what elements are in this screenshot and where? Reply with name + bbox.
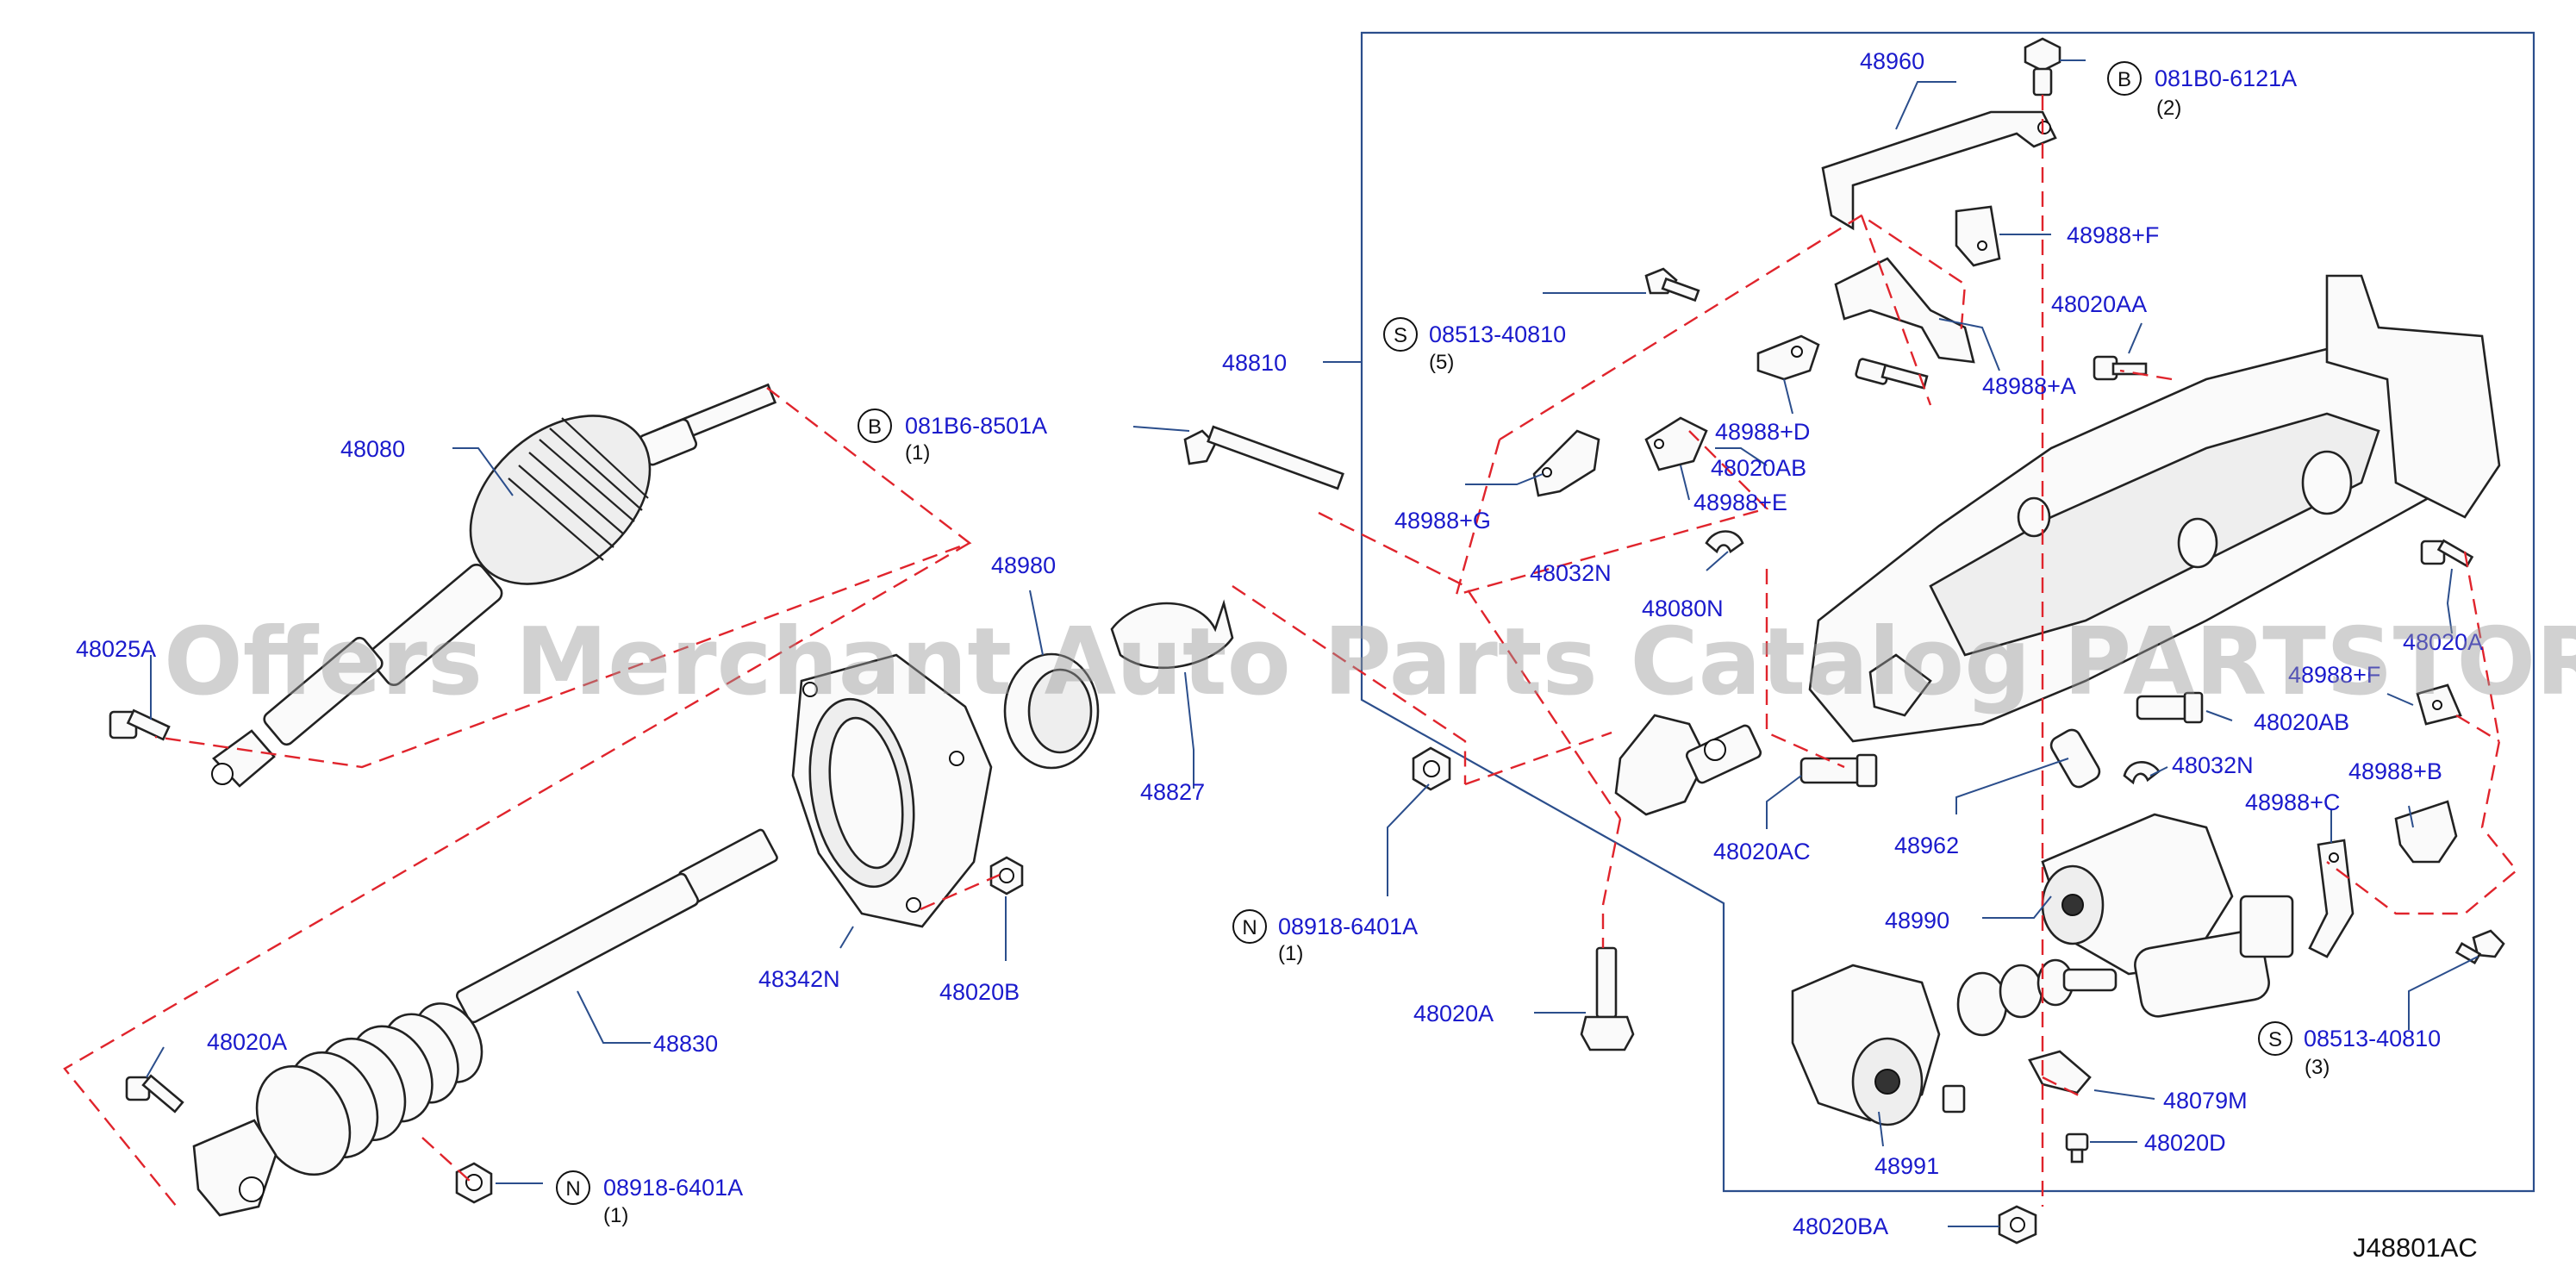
label-48032N-top[interactable]: 48032N [1530,560,1612,586]
bolt-081B6-8501A[interactable] [1183,425,1344,490]
nut-48020BA[interactable] [1998,1205,2037,1245]
label-48032N-right[interactable]: 48032N [2172,752,2254,778]
label-08513-top[interactable]: 08513-40810 [1429,321,1566,347]
bracket-48988C[interactable] [2308,839,2355,958]
bracket-48988E[interactable] [1644,416,1708,471]
motor-48991[interactable] [1791,958,2118,1126]
label-48980[interactable]: 48980 [991,552,1056,578]
diagram-code: J48801AC [2353,1232,2478,1263]
label-48810[interactable]: 48810 [1222,350,1287,376]
bolt-48020A-mid[interactable] [1580,946,1635,1051]
bolt-08513-bottom[interactable] [2454,929,2505,964]
label-48020B[interactable]: 48020B [939,979,1020,1005]
label-48020AA[interactable]: 48020AA [2051,291,2147,317]
dash-boot-48342N[interactable] [791,653,993,928]
label-48988C[interactable]: 48988+C [2245,789,2340,815]
bolt-08513-top[interactable] [1644,267,1700,303]
bolt-48020AA[interactable] [2093,355,2148,381]
label-081B0-6121A[interactable]: 081B0-6121A [2155,66,2297,91]
clip-48032N-top[interactable] [1705,530,1744,554]
qty-08513-bottom: (3) [2305,1056,2330,1079]
label-48988E[interactable]: 48988+E [1693,490,1787,515]
label-48990[interactable]: 48990 [1885,908,1949,933]
qty-081B6: (1) [905,441,930,465]
seal-48980[interactable] [1003,652,1100,770]
label-48988D[interactable]: 48988+D [1715,419,1810,445]
label-48020D[interactable]: 48020D [2144,1130,2226,1156]
label-48020AC[interactable]: 48020AC [1713,839,1811,864]
qty-08918-mid: (1) [1278,942,1303,965]
label-48020A-left[interactable]: 48020A [207,1029,287,1055]
label-48025A[interactable]: 48025A [76,636,156,662]
column-assembly-frame [1360,31,2535,1193]
label-48020A-right[interactable]: 48020A [2403,629,2483,655]
circle-n1: N [1242,916,1257,939]
label-081B6-8501A[interactable]: 081B6-8501A [905,413,1047,439]
sleeve-48962[interactable] [2048,727,2102,789]
assembly-lines [63,95,2518,1207]
nut-08918-mid[interactable] [1412,746,1451,791]
bolt-48025A[interactable] [109,708,171,741]
bracket-48079M[interactable] [2028,1050,2092,1095]
label-48020A-mid[interactable]: 48020A [1413,1001,1494,1026]
watermark-text: Offers Merchant Auto Parts Catalog PARTS… [164,608,2576,716]
label-48988G[interactable]: 48988+G [1394,508,1491,533]
ujoint-48080N[interactable] [1614,714,1762,816]
bolt-081B0-6121A[interactable] [2024,37,2061,97]
upper-shaft-48080[interactable] [211,382,777,788]
bolt-48020A-right[interactable] [2420,539,2474,568]
label-08918-bottom[interactable]: 08918-6401A [603,1175,743,1201]
bolt-48020AB-right[interactable] [2136,691,2204,724]
circle-s1: S [1394,324,1407,347]
label-48080[interactable]: 48080 [340,436,405,462]
bracket-48988G[interactable] [1532,429,1600,497]
bracket-48988D[interactable] [1756,334,1820,381]
bracket-48988F-right[interactable] [2416,683,2462,726]
label-48020AB-right[interactable]: 48020AB [2254,709,2349,735]
circle-s2: S [2268,1028,2282,1051]
label-48988F-right[interactable]: 48988+F [2288,662,2380,688]
circle-n2: N [565,1177,580,1201]
bolt-48020D[interactable] [2065,1132,2089,1164]
label-48962[interactable]: 48962 [1894,833,1959,858]
bolt-48020AC[interactable] [1799,753,1878,788]
label-48830[interactable]: 48830 [653,1031,718,1057]
label-48988A[interactable]: 48988+A [1982,373,2076,399]
label-48827[interactable]: 48827 [1140,779,1205,805]
qty-08918-bottom: (1) [603,1204,628,1227]
bolt-48020A-left[interactable] [125,1074,184,1114]
circle-b1: B [868,415,882,439]
label-48342N[interactable]: 48342N [758,966,840,992]
leader-lines [146,59,2479,1227]
motor-48990[interactable] [2041,813,2294,1019]
symbol-circles: B B S S N N [556,61,2292,1205]
bracket-48988A[interactable] [1834,257,1975,364]
label-08918-mid[interactable]: 08918-6401A [1278,914,1418,939]
label-48079M[interactable]: 48079M [2163,1088,2248,1114]
part-labels: 48080 48025A 081B6-8501A (1) 48810 48980… [76,48,2483,1239]
clip-48032N-right[interactable] [2123,761,2161,785]
label-48080N[interactable]: 48080N [1642,596,1724,621]
label-48960[interactable]: 48960 [1860,48,1924,74]
label-48020AB-top[interactable]: 48020AB [1711,455,1806,481]
qty-081B0: (2) [2156,97,2181,120]
bracket-48988B[interactable] [2394,800,2458,864]
lower-shaft-48830[interactable] [192,828,778,1217]
bracket-48960[interactable] [1821,110,2057,231]
label-48988F-top[interactable]: 48988+F [2067,222,2159,248]
label-08513-bottom[interactable]: 08513-40810 [2304,1026,2441,1051]
label-48991[interactable]: 48991 [1874,1153,1939,1179]
label-48020BA[interactable]: 48020BA [1793,1213,1888,1239]
qty-08513-top: (5) [1429,351,1454,374]
label-48988B[interactable]: 48988+B [2348,758,2442,784]
clamp-48827[interactable] [1110,599,1234,670]
pin-48020AB-top[interactable] [1855,358,1929,390]
circle-b2: B [2118,68,2131,91]
bracket-48988F-top[interactable] [1955,205,2001,267]
steering-column-48810[interactable] [1808,274,2501,743]
nut-08918-bottom[interactable] [455,1162,493,1204]
